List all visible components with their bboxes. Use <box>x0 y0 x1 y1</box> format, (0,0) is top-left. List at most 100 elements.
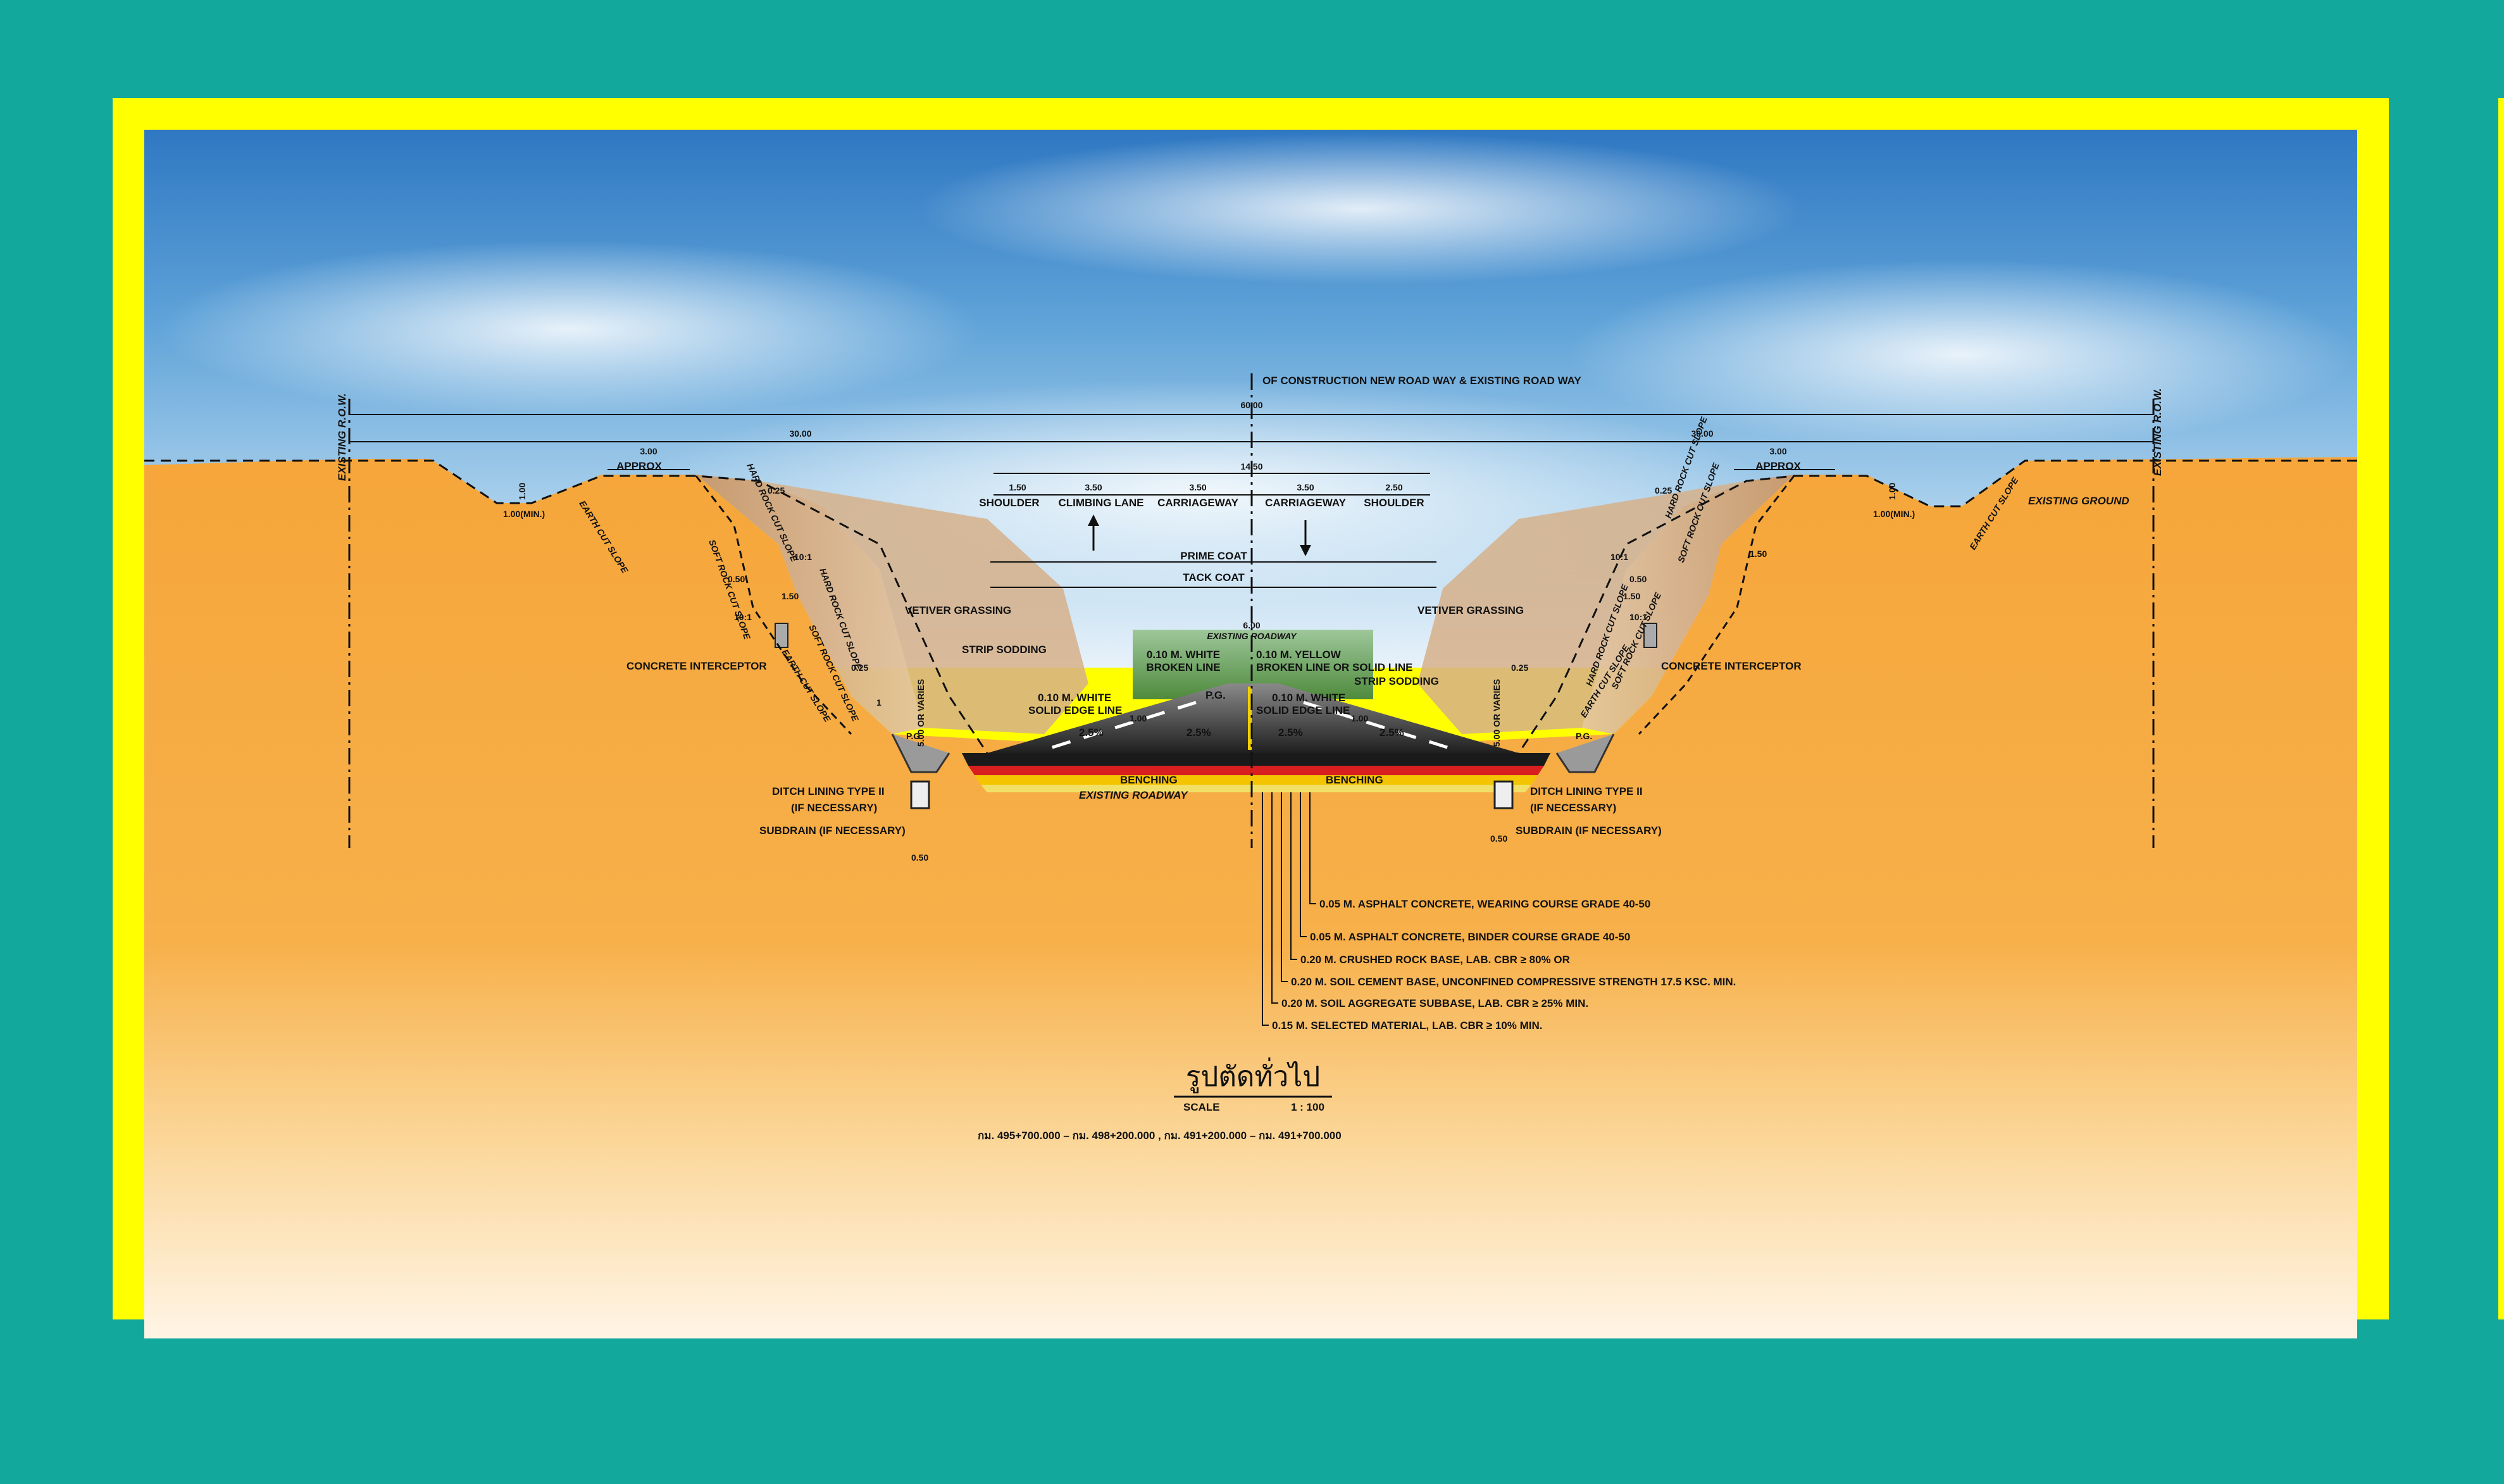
depth-right-label: 5.00 OR VARIES <box>1492 679 1502 747</box>
dim-carriage-left: 3.50 <box>1189 482 1206 492</box>
pg-center: P.G. <box>1205 689 1226 701</box>
lane-white-line <box>1303 701 1456 752</box>
dim-approx-left-value: 3.00 <box>640 446 657 456</box>
subdrain-right-label: SUBDRAIN (IF NECESSARY) <box>1516 825 1662 837</box>
ditch-right-1: DITCH LINING TYPE II <box>1530 785 1643 797</box>
subdrain-left-width: 0.50 <box>911 852 928 863</box>
layer-leaders <box>1262 792 1316 1026</box>
cloud <box>918 133 1803 285</box>
small-025-right-2: 0.25 <box>1511 663 1528 673</box>
tack-coat-label: TACK COAT <box>1183 571 1245 583</box>
white-edge-left-2: SOLID EDGE LINE <box>1028 704 1122 716</box>
ditch-min-left: 1.00(MIN.) <box>503 509 545 519</box>
existing-roadway-top-label: EXISTING ROADWAY <box>1207 631 1297 641</box>
station-range: กม. 495+700.000 – กม. 498+200.000 , กม. … <box>978 1130 1342 1142</box>
slope-left-2: 2.5% <box>1187 726 1211 739</box>
slope-left: 2.5% <box>1079 726 1104 739</box>
dim-approx-right-value: 3.00 <box>1769 446 1786 456</box>
layer-note-3: 0.20 M. CRUSHED ROCK BASE, LAB. CBR ≥ 80… <box>1300 954 1570 966</box>
small-025-right: 0.25 <box>1655 485 1672 496</box>
bench-right-width-2: 1.50 <box>1750 549 1767 559</box>
ratio-10-1-left-2: 10:1 <box>794 552 812 562</box>
existing-roadway-label: EXISTING ROADWAY <box>1079 789 1188 801</box>
vetiver-left-label: VETIVER GRASSING <box>905 604 1011 616</box>
right-ditch <box>1555 733 1615 773</box>
existing-ground-label: EXISTING GROUND <box>2028 495 2129 507</box>
slope-right-2: 2.5% <box>1380 726 1404 739</box>
shoulder-right-label: SHOULDER <box>1364 497 1424 509</box>
right-interceptor <box>1643 623 1657 648</box>
subdrain-left-label: SUBDRAIN (IF NECESSARY) <box>759 825 906 837</box>
white-broken-label-1: 0.10 M. WHITE <box>1147 649 1220 661</box>
scale-value: 1 : 100 <box>1291 1101 1324 1113</box>
left-rock-face <box>696 475 924 734</box>
road-surface <box>987 683 1519 753</box>
left-subdrain <box>910 780 930 809</box>
right-rock-face <box>1582 475 1794 734</box>
right-design-profile <box>1517 459 2357 754</box>
bench-right-width: 1.50 <box>1623 591 1640 601</box>
existing-road-width: 6.00 <box>1243 620 1260 630</box>
edge-width-left: 1.00 <box>1130 713 1147 723</box>
white-edge-left-1: 0.10 M. WHITE <box>1038 692 1111 704</box>
centerline-label: OF CONSTRUCTION NEW ROAD WAY & EXISTING … <box>1262 375 1581 387</box>
ratio-10-1-right-2: 10:1 <box>1629 612 1647 622</box>
pg-left: P.G. <box>906 731 923 741</box>
layer-note-1: 0.05 M. ASPHALT CONCRETE, WEARING COURSE… <box>1319 898 1650 910</box>
yellow-label-1: 0.10 M. YELLOW <box>1256 649 1342 661</box>
layer-binder <box>968 766 1544 775</box>
benching-left-label: BENCHING <box>1120 774 1178 786</box>
dim-half-right: 30.00 <box>1691 428 1713 439</box>
prime-coat-label: PRIME COAT <box>1180 550 1247 562</box>
cloud <box>158 240 981 418</box>
strip-right-label: STRIP SODDING <box>1354 675 1439 687</box>
ratio-10-1-left: 10:1 <box>734 612 752 622</box>
dim-road-width: 14.50 <box>1240 461 1262 471</box>
small-050-left: 0.50 <box>728 574 745 584</box>
climbing-label: CLIMBING LANE <box>1058 497 1143 509</box>
ditch-min-right: 1.00(MIN.) <box>1873 509 1915 519</box>
dim-carriage-right: 3.50 <box>1297 482 1314 492</box>
layer-subbase <box>981 785 1531 792</box>
dim-shoulder-right: 2.50 <box>1385 482 1402 492</box>
ditch-left-1: DITCH LINING TYPE II <box>772 785 885 797</box>
benching-right-label: BENCHING <box>1326 774 1383 786</box>
ratio-1-label: 1 <box>876 697 881 708</box>
small-025-left-2: 0.25 <box>851 663 868 673</box>
vetiver-right-label: VETIVER GRASSING <box>1417 604 1524 616</box>
small-025-left: 0.25 <box>768 485 785 496</box>
layer-wearing <box>962 753 1550 766</box>
earth-ground <box>144 457 2357 1338</box>
drawing-title: รูปตัดทั่วไป <box>1186 1057 1320 1094</box>
layer-note-5: 0.20 M. SOIL AGGREGATE SUBBASE, LAB. CBR… <box>1281 997 1588 1009</box>
right-cut-steps <box>1638 475 1795 735</box>
row-left-label: EXISTING R.O.W. <box>336 393 348 481</box>
carriage-left-label: CARRIAGEWAY <box>1157 497 1238 509</box>
edge-width-right: 1.00 <box>1351 713 1368 723</box>
layer-note-6: 0.15 M. SELECTED MATERIAL, LAB. CBR ≥ 10… <box>1272 1019 1542 1032</box>
dim-half-left: 30.00 <box>789 428 811 439</box>
layer-note-2: 0.05 M. ASPHALT CONCRETE, BINDER COURSE … <box>1310 931 1630 943</box>
interceptor-right-label: CONCRETE INTERCEPTOR <box>1661 660 1802 672</box>
left-interceptor <box>775 623 788 648</box>
shoulder-left-label: SHOULDER <box>979 497 1039 509</box>
strip-left-label: STRIP SODDING <box>962 644 1047 656</box>
left-rock-face-far <box>759 481 1088 734</box>
ditch-right-2: (IF NECESSARY) <box>1530 802 1616 814</box>
right-rock-face-far <box>1417 481 1747 734</box>
carriage-right-label: CARRIAGEWAY <box>1265 497 1346 509</box>
ditch-depth-right: 1.00 <box>1887 483 1897 500</box>
layer-note-4: 0.20 M. SOIL CEMENT BASE, UNCONFINED COM… <box>1291 976 1736 988</box>
subdrain-right-width: 0.50 <box>1490 833 1507 844</box>
layer-base <box>975 775 1538 785</box>
small-050-right: 0.50 <box>1629 574 1647 584</box>
row-right-label: EXISTING R.O.W. <box>2152 388 2164 476</box>
right-edge-strip <box>2498 98 2504 1319</box>
white-edge-right-2: SOLID EDGE LINE <box>1256 704 1350 716</box>
left-cut-steps <box>695 475 852 735</box>
dim-climbing: 3.50 <box>1085 482 1102 492</box>
right-subdrain <box>1493 780 1514 809</box>
ditch-depth-left: 1.00 <box>517 483 527 500</box>
